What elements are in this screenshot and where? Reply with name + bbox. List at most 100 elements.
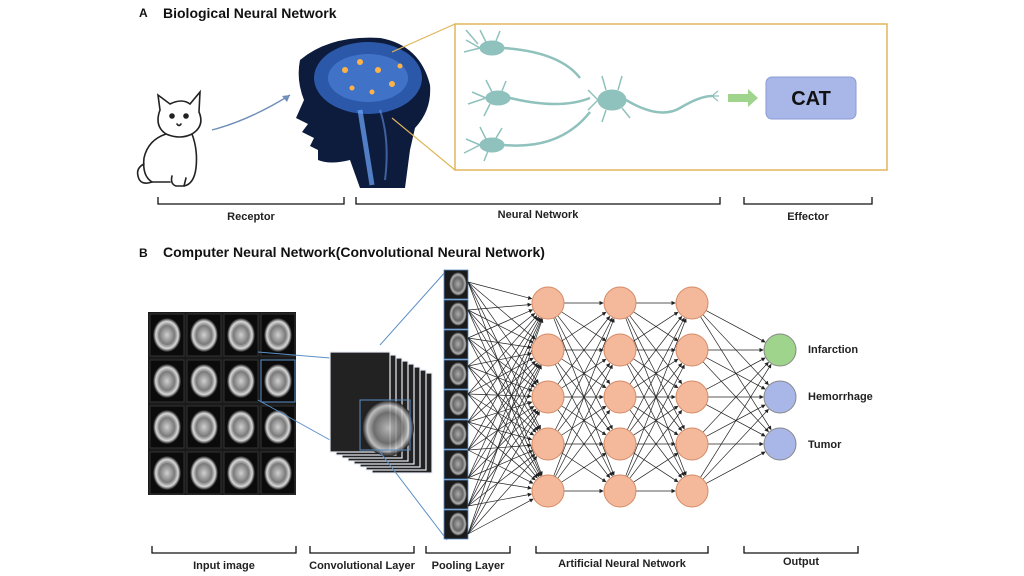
mri-brain-scan: [190, 364, 218, 398]
network-connection: [467, 364, 541, 507]
network-connection: [705, 404, 766, 437]
network-connection: [553, 318, 615, 477]
hidden-neuron: [603, 427, 637, 461]
network-connection: [467, 357, 534, 395]
output-label-hemorrhage: Hemorrhage: [808, 391, 873, 403]
cat-output-box: [765, 76, 857, 120]
mri-brain-scan: [227, 410, 255, 444]
network-connection: [467, 362, 538, 451]
mri-brain-scan: [227, 364, 255, 398]
network-connection: [554, 317, 613, 430]
network-connection: [467, 364, 542, 535]
network-connection: [467, 309, 540, 431]
network-connection: [705, 357, 766, 390]
network-connection: [557, 409, 611, 479]
hidden-neuron: [531, 333, 565, 367]
network-connection: [629, 362, 683, 432]
network-connection: [467, 309, 534, 343]
network-connection: [626, 364, 685, 477]
network-connection: [629, 315, 683, 385]
network-connection: [557, 409, 611, 479]
network-connection: [702, 361, 769, 433]
network-connection: [467, 408, 537, 479]
network-connection: [557, 315, 611, 385]
mri-brain-scan: [153, 456, 181, 490]
network-connection: [705, 451, 766, 484]
pooling-layer-label: Pooling Layer: [431, 560, 505, 572]
mri-brain-scan: [153, 410, 181, 444]
network-connection: [467, 450, 533, 479]
network-connection: [467, 281, 543, 476]
receptor-label: Receptor: [227, 211, 275, 223]
network-connection: [633, 358, 679, 389]
hidden-neuron: [531, 286, 565, 320]
hidden-neuron: [675, 380, 709, 414]
network-connection: [557, 315, 611, 385]
hidden-neuron: [675, 474, 709, 508]
network-connection: [467, 309, 542, 477]
input-to-conv-lines: [257, 351, 331, 441]
network-connection: [633, 311, 679, 342]
cat-output-label: CAT: [791, 88, 831, 110]
network-connection: [467, 281, 536, 340]
panel-a-diagram: CAT: [136, 23, 888, 205]
hidden-neuron: [675, 427, 709, 461]
network-connection: [467, 393, 535, 436]
hidden-neuron: [675, 286, 709, 320]
mri-brain-scan: [153, 364, 181, 398]
neural-network-label: Neural Network: [497, 209, 579, 221]
network-connection: [467, 318, 544, 535]
network-connection: [633, 405, 679, 436]
biological-neurons: [463, 29, 719, 162]
network-connection: [633, 311, 679, 342]
network-connection: [467, 421, 533, 441]
network-connection: [467, 456, 538, 535]
network-connection: [467, 281, 539, 384]
mri-brain-scan: [153, 318, 181, 352]
input-image-label: Input image: [193, 560, 255, 572]
pooled-scan: [449, 392, 467, 416]
network-connection: [561, 405, 607, 436]
hidden-neuron: [603, 380, 637, 414]
conv-kernel: [359, 399, 411, 451]
network-connection: [467, 302, 532, 311]
network-connection: [467, 315, 538, 395]
network-connection: [633, 452, 679, 483]
neural-network-callout-frame: [454, 23, 888, 171]
hidden-neuron: [603, 286, 637, 320]
network-connection: [467, 337, 539, 431]
network-connection: [467, 492, 532, 507]
pooled-scan: [449, 452, 467, 476]
cat-illustration: [136, 89, 202, 187]
network-connection: [561, 311, 607, 342]
mri-brain-scan: [227, 318, 255, 352]
network-connection: [700, 363, 772, 478]
output-label-tumor: Tumor: [808, 439, 842, 451]
network-connection: [467, 365, 533, 392]
panel-a-brackets: [157, 197, 873, 205]
hidden-neuron: [675, 333, 709, 367]
hidden-neuron: [531, 427, 565, 461]
network-connection: [626, 317, 685, 430]
hidden-neuron: [531, 474, 565, 508]
network-connection: [702, 361, 769, 433]
network-nodes: [531, 286, 797, 508]
network-connection: [467, 443, 532, 451]
panel-b-letter: B: [139, 246, 148, 260]
network-connection: [702, 314, 769, 386]
network-connection: [467, 363, 540, 479]
network-connection: [467, 337, 532, 350]
convolutional-layer-label: Convolutional Layer: [309, 560, 415, 572]
mri-tiles: [149, 313, 296, 495]
hidden-neuron: [603, 474, 637, 508]
network-connection: [467, 337, 535, 388]
human-brain-illustration: [296, 37, 431, 188]
mri-brain-scan: [264, 456, 292, 490]
network-connection: [557, 362, 611, 432]
pooled-scan: [449, 482, 467, 506]
output-stage-label: Output: [782, 556, 820, 568]
conv-to-pool-lines: [379, 269, 448, 541]
network-connection: [467, 393, 532, 399]
network-connection: [705, 357, 766, 390]
output-label-infarction: Infarction: [808, 344, 859, 356]
